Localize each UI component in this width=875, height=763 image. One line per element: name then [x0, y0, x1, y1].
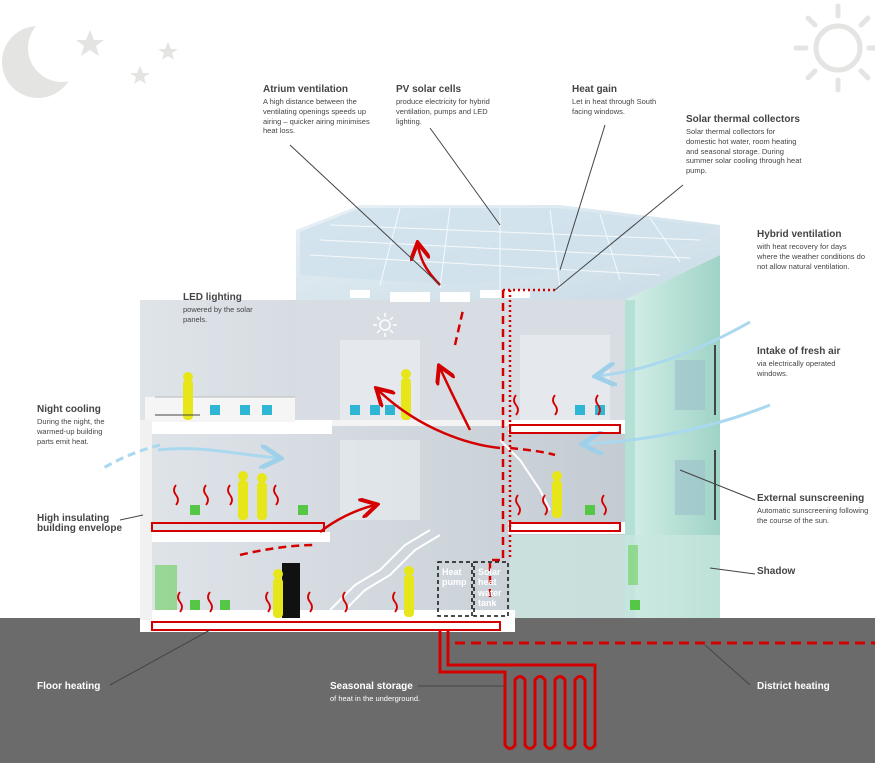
building [140, 205, 720, 632]
label-night-cooling: Night cooling During the night, the warm… [37, 404, 105, 446]
heat-risers [488, 288, 555, 600]
stars-icon [76, 30, 178, 84]
label-led-lighting: LED lighting powered by the solar panels… [183, 292, 253, 324]
label-intake-fresh-air: Intake of fresh air via electrically ope… [757, 346, 841, 378]
led-lamp-icon [373, 313, 397, 337]
air-flow-arrows [99, 320, 771, 472]
seasonal-storage-pipes [438, 630, 597, 750]
label-floor-heating: Floor heating [37, 681, 101, 692]
label-solar-heat-water-tank: Solar heat water tank [478, 567, 502, 609]
label-heat-pump: Heat pump [442, 567, 467, 588]
heat-flow-arrows [239, 245, 556, 557]
label-seasonal-storage: Seasonal storage of heat in the undergro… [330, 681, 421, 704]
people [183, 369, 562, 618]
label-pv-solar-cells: PV solar cells produce electricity for h… [396, 84, 490, 126]
label-heat-gain: Heat gain Let in heat through South faci… [572, 84, 657, 116]
label-atrium-ventilation: Atrium ventilation A high distance betwe… [263, 84, 370, 136]
label-building-envelope: High insulating building envelope [37, 513, 123, 534]
label-external-sunscreening: External sunscreening Automatic sunscree… [757, 493, 869, 525]
label-hybrid-ventilation: Hybrid ventilation with heat recovery fo… [757, 229, 865, 271]
moon-icon [2, 14, 96, 98]
label-district-heating: District heating [757, 681, 830, 692]
label-solar-thermal-collectors: Solar thermal collectors Solar thermal c… [686, 114, 802, 176]
heat-pump-box [437, 561, 473, 617]
leader-lines [109, 124, 756, 687]
sun-icon [793, 3, 875, 93]
label-shadow: Shadow [757, 566, 796, 577]
tank-box [473, 561, 509, 617]
